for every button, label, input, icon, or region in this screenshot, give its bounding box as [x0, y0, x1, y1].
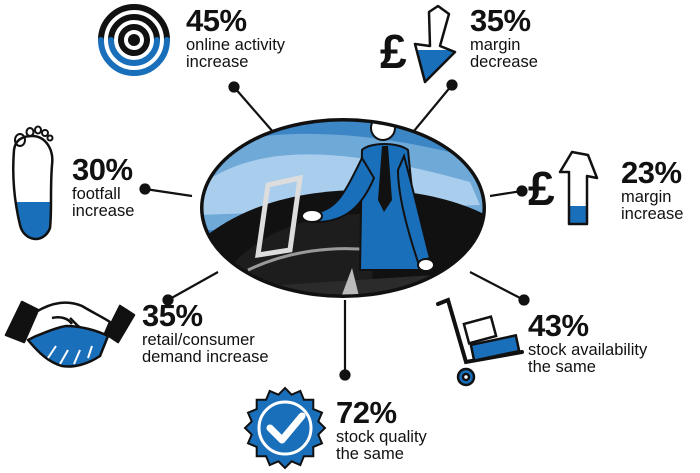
broadcast-icon	[98, 4, 170, 76]
stat-label-line: the same	[528, 358, 596, 376]
stat-label-line: increase	[72, 202, 135, 220]
stat-label-line: demand increase	[142, 348, 269, 366]
stat-margin-decrease: 35% margin decrease	[470, 5, 538, 70]
stat-online-activity: 45% online activity increase	[186, 5, 285, 70]
stat-value: 43%	[528, 308, 589, 343]
stat-stock-quality: 72% stock quality the same	[336, 397, 427, 462]
stat-label-line: increase	[186, 53, 249, 71]
stat-label-line: stock availability	[528, 341, 648, 359]
stat-footfall: 30% footfall increase	[72, 154, 134, 219]
check-badge-icon	[243, 386, 327, 470]
stat-value: 23%	[621, 155, 682, 190]
stat-label-line: decrease	[470, 53, 538, 71]
stat-margin-increase: 23% margin increase	[621, 157, 683, 222]
pound-down-arrow-icon: £	[380, 4, 457, 84]
stat-value: 35%	[470, 3, 531, 38]
stat-value: 30%	[72, 152, 133, 187]
svg-text:£: £	[528, 163, 555, 216]
connector-lines	[139, 79, 530, 381]
svg-text:£: £	[380, 26, 407, 79]
stat-value: 45%	[186, 3, 247, 38]
stat-label-line: margin	[621, 188, 672, 206]
handshake-icon	[4, 300, 136, 368]
footprint-icon	[12, 125, 54, 241]
stat-label-line: margin	[470, 36, 521, 54]
stat-value: 72%	[336, 395, 397, 430]
stat-label-line: online activity	[186, 36, 286, 54]
stat-label-line: footfall	[72, 185, 121, 203]
stat-stock-availability: 43% stock availability the same	[528, 310, 647, 375]
stat-label-line: the same	[336, 445, 404, 463]
stat-label-line: stock quality	[336, 428, 427, 446]
pound-up-arrow-icon: £	[528, 150, 599, 226]
hand-truck-icon	[436, 297, 524, 387]
car-salesman-icon	[200, 118, 486, 298]
stat-demand: 35% retail/consumer demand increase	[142, 300, 269, 365]
stat-label-line: increase	[621, 205, 684, 223]
stat-label-line: retail/consumer	[142, 331, 255, 349]
stat-value: 35%	[142, 298, 203, 333]
